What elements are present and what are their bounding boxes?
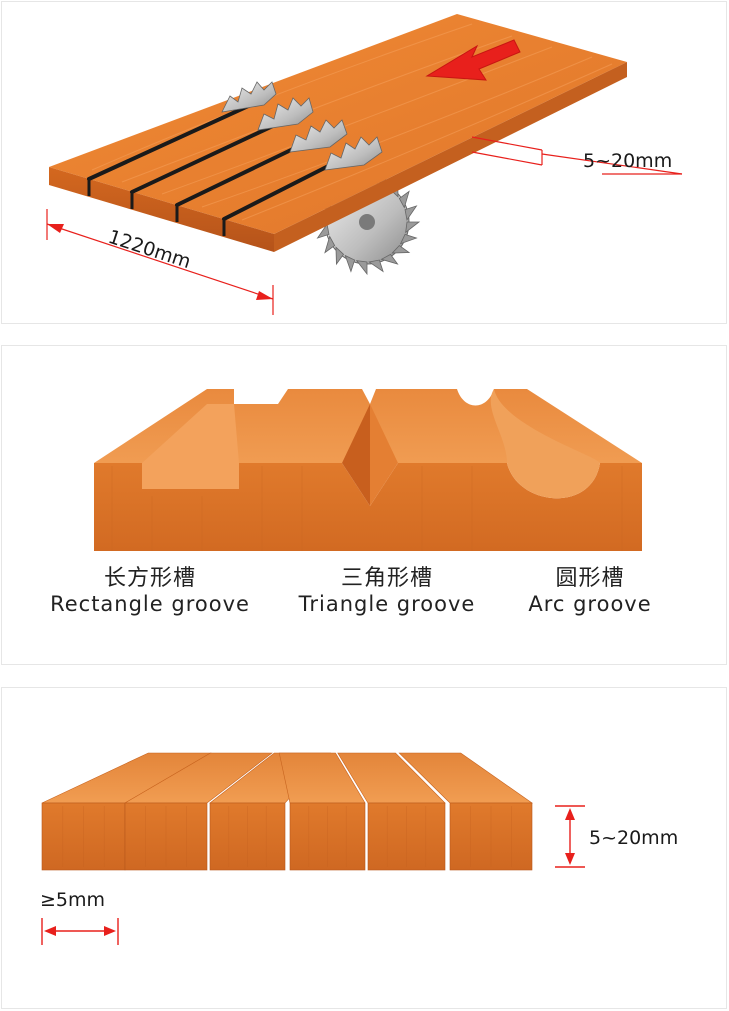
saw-blade-icon — [289, 119, 348, 153]
strip-front — [41, 802, 126, 871]
saw-blade-icon — [257, 97, 314, 131]
groove-profile-diagram — [94, 389, 642, 551]
depth-label: 5~20mm — [583, 150, 672, 172]
width-dimension — [41, 918, 119, 945]
length-label: 1220mm — [105, 226, 193, 273]
groove-label-triangle: 三角形槽 Triangle groove — [298, 566, 476, 616]
height-dimension — [555, 805, 585, 868]
groove-label-rectangle: 长方形槽 Rectangle groove — [50, 566, 250, 616]
panel-board-cutting: 5~20mm 1220mm — [1, 1, 727, 324]
depth-dimension — [471, 136, 683, 175]
strips-diagram: 5~20mm ≥5mm — [40, 752, 678, 945]
groove-label-arc: 圆形槽 Arc groove — [528, 566, 652, 616]
panel-strips: 5~20mm ≥5mm — [1, 687, 727, 1009]
strip-front — [209, 802, 286, 871]
saw-blade-icon — [324, 136, 383, 171]
length-dimension — [46, 209, 274, 315]
strip-front — [289, 802, 366, 871]
strip-front — [367, 802, 446, 871]
groove-block-front — [94, 463, 642, 551]
board-side-edge — [274, 62, 627, 252]
saw-blade-icon — [221, 81, 277, 113]
board-cutting-diagram: 5~20mm 1220mm — [46, 14, 683, 315]
width-label: ≥5mm — [40, 889, 105, 911]
strip-front — [449, 802, 533, 871]
triangle-groove — [342, 404, 370, 506]
rectangle-groove — [142, 404, 239, 489]
strip-front — [124, 802, 208, 871]
height-label: 5~20mm — [589, 827, 678, 849]
panel-groove-types: 长方形槽 Rectangle groove 三角形槽 Triangle groo… — [1, 345, 727, 665]
direction-arrow-icon — [425, 39, 521, 81]
arc-groove — [490, 389, 600, 499]
board-front-edge — [49, 167, 274, 252]
